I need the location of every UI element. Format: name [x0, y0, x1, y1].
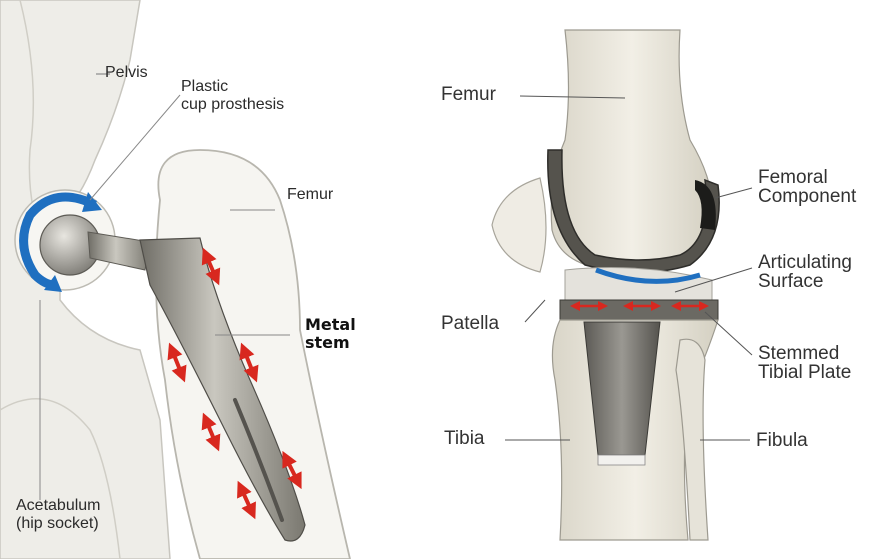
label-hip-femur: Femur [287, 186, 333, 204]
label-tibia: Tibia [444, 428, 484, 450]
label-articulating-surface-line1: Articulating [758, 253, 852, 272]
label-femoral-component: Femoral Component [758, 168, 856, 206]
knee-illustration [492, 30, 752, 540]
label-metal-stem-line2: stem [305, 334, 356, 352]
label-acetabulum: Acetabulum (hip socket) [16, 497, 101, 534]
patella [492, 178, 546, 272]
label-acetabulum-line1: Acetabulum [16, 497, 101, 515]
label-articulating-surface: Articulating Surface [758, 253, 852, 291]
label-stemmed-tibial-plate-line2: Tibial Plate [758, 363, 851, 382]
label-metal-stem: Metal stem [305, 316, 356, 353]
label-patella: Patella [441, 313, 499, 335]
label-stemmed-tibial-plate: Stemmed Tibial Plate [758, 344, 851, 382]
femur-bone [156, 150, 350, 559]
label-plastic-cup-line1: Plastic [181, 78, 284, 96]
tibial-plate [560, 300, 718, 320]
label-plastic-cup-line2: cup prosthesis [181, 96, 284, 114]
label-femoral-component-line1: Femoral [758, 168, 856, 187]
label-pelvis: Pelvis [105, 64, 148, 82]
hip-illustration [0, 0, 350, 559]
label-plastic-cup-prosthesis: Plastic cup prosthesis [181, 78, 284, 115]
label-articulating-surface-line2: Surface [758, 272, 852, 291]
label-knee-femur: Femur [441, 84, 496, 106]
label-acetabulum-line2: (hip socket) [16, 515, 101, 533]
label-fibula: Fibula [756, 430, 808, 452]
label-stemmed-tibial-plate-line1: Stemmed [758, 344, 851, 363]
label-femoral-component-line2: Component [758, 187, 856, 206]
articulating-surface [565, 268, 712, 300]
label-metal-stem-line1: Metal [305, 316, 356, 334]
